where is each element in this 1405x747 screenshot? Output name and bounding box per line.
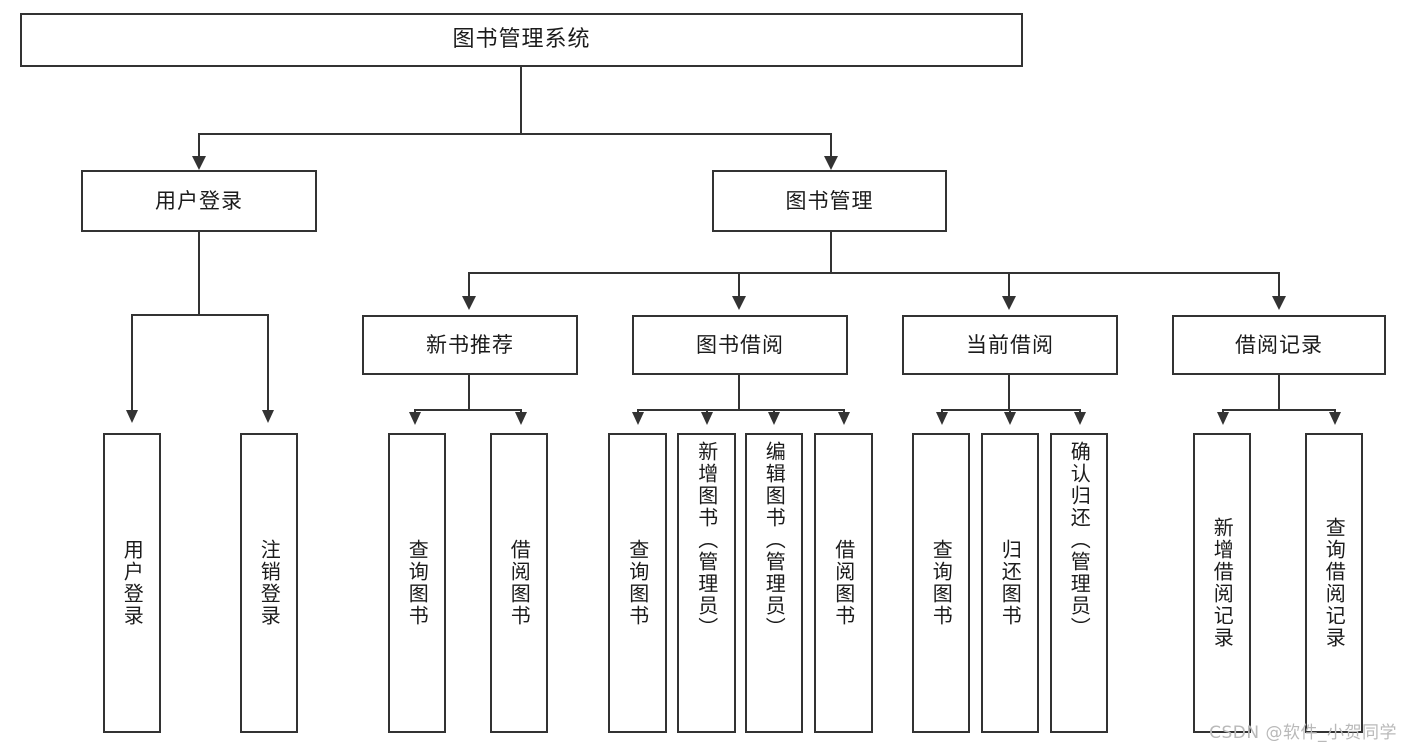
arrow-to-book-borrow <box>732 296 746 310</box>
node-label: 图书管理 <box>785 188 874 213</box>
arrow-to-leaf-query-book-1 <box>409 412 421 425</box>
leaf-label: 查询图书 <box>929 539 954 627</box>
leaf-label: 确认归还（管理员） <box>1067 441 1092 639</box>
connector-book-borrow-bus <box>637 409 843 411</box>
arrow-to-new-book-recommend <box>462 296 476 310</box>
leaf-query-book-2[interactable]: 查询图书 <box>608 433 667 733</box>
connector-borrow-record-stem <box>1278 375 1280 411</box>
connector-new-book-recommend-stem <box>468 375 470 411</box>
node-label: 图书借阅 <box>696 332 784 357</box>
arrow-to-leaf-return-book <box>1004 412 1016 425</box>
connector-to-borrow-record <box>1278 272 1280 298</box>
leaf-add-borrow-record[interactable]: 新增借阅记录 <box>1193 433 1251 733</box>
node-label: 当前借阅 <box>966 332 1054 357</box>
arrow-to-leaf-edit-book <box>768 412 780 425</box>
connector-root-to-book-management <box>830 133 832 158</box>
node-label: 新书推荐 <box>426 332 514 357</box>
leaf-label: 新增借阅记录 <box>1210 517 1235 649</box>
leaf-query-book-1[interactable]: 查询图书 <box>388 433 446 733</box>
connector-to-current-borrow <box>1008 272 1010 298</box>
leaf-edit-book-admin[interactable]: 编辑图书（管理员） <box>745 433 803 733</box>
node-book-borrow[interactable]: 图书借阅 <box>632 315 848 375</box>
arrow-to-leaf-user-login <box>126 410 138 423</box>
leaf-label: 查询图书 <box>625 539 650 627</box>
leaf-query-borrow-record[interactable]: 查询借阅记录 <box>1305 433 1363 733</box>
arrow-to-leaf-confirm-return <box>1074 412 1086 425</box>
connector-user-login-stem <box>198 232 200 316</box>
leaf-label: 查询借阅记录 <box>1322 517 1347 649</box>
connector-to-book-borrow <box>738 272 740 298</box>
leaf-return-book[interactable]: 归还图书 <box>981 433 1039 733</box>
leaf-label: 编辑图书（管理员） <box>762 441 787 639</box>
arrow-to-leaf-add-borrow-record <box>1217 412 1229 425</box>
leaf-label: 查询图书 <box>405 539 430 627</box>
arrow-to-leaf-query-book-2 <box>632 412 644 425</box>
arrow-to-leaf-add-book <box>701 412 713 425</box>
node-current-borrow[interactable]: 当前借阅 <box>902 315 1118 375</box>
node-root-book-management-system[interactable]: 图书管理系统 <box>20 13 1023 67</box>
leaf-borrow-book-2[interactable]: 借阅图书 <box>814 433 873 733</box>
leaf-label: 注销登录 <box>257 539 282 627</box>
node-label: 借阅记录 <box>1235 332 1323 357</box>
connector-to-new-book-recommend <box>468 272 470 298</box>
leaf-label: 新增图书（管理员） <box>694 441 719 639</box>
connector-root-bus <box>198 133 832 135</box>
leaf-query-book-3[interactable]: 查询图书 <box>912 433 970 733</box>
leaf-borrow-book-1[interactable]: 借阅图书 <box>490 433 548 733</box>
connector-root-to-user-login <box>198 133 200 158</box>
node-label: 用户登录 <box>155 188 243 213</box>
arrow-to-book-management <box>824 156 838 170</box>
watermark-text: CSDN @软件_小贺同学 <box>1209 723 1397 743</box>
connector-root-stem <box>520 67 522 134</box>
arrow-to-borrow-record <box>1272 296 1286 310</box>
leaf-label: 用户登录 <box>120 539 145 627</box>
leaf-label: 借阅图书 <box>507 539 532 627</box>
connector-current-borrow-bus <box>941 409 1081 411</box>
arrow-to-leaf-logout <box>262 410 274 423</box>
node-new-book-recommend[interactable]: 新书推荐 <box>362 315 578 375</box>
node-book-management[interactable]: 图书管理 <box>712 170 947 232</box>
arrow-to-current-borrow <box>1002 296 1016 310</box>
leaf-add-book-admin[interactable]: 新增图书（管理员） <box>677 433 736 733</box>
arrow-to-leaf-query-borrow-record <box>1329 412 1341 425</box>
arrow-to-leaf-borrow-book-1 <box>515 412 527 425</box>
connector-user-login-bus <box>131 314 267 316</box>
arrow-to-leaf-query-book-3 <box>936 412 948 425</box>
node-user-login[interactable]: 用户登录 <box>81 170 317 232</box>
connector-book-borrow-stem <box>738 375 740 411</box>
connector-new-book-recommend-bus <box>414 409 522 411</box>
leaf-user-login[interactable]: 用户登录 <box>103 433 161 733</box>
connector-user-login-to-leaf-1 <box>131 314 133 414</box>
connector-borrow-record-bus <box>1222 409 1336 411</box>
connector-user-login-to-leaf-2 <box>267 314 269 414</box>
connector-current-borrow-stem <box>1008 375 1010 411</box>
leaf-label: 借阅图书 <box>831 539 856 627</box>
connector-level3-bus <box>468 272 1280 274</box>
node-borrow-record[interactable]: 借阅记录 <box>1172 315 1386 375</box>
node-label: 图书管理系统 <box>452 27 591 53</box>
connector-book-management-stem <box>830 232 832 274</box>
arrow-to-leaf-borrow-book-2 <box>838 412 850 425</box>
leaf-logout[interactable]: 注销登录 <box>240 433 298 733</box>
arrow-to-user-login <box>192 156 206 170</box>
leaf-label: 归还图书 <box>998 539 1023 627</box>
leaf-confirm-return-admin[interactable]: 确认归还（管理员） <box>1050 433 1108 733</box>
